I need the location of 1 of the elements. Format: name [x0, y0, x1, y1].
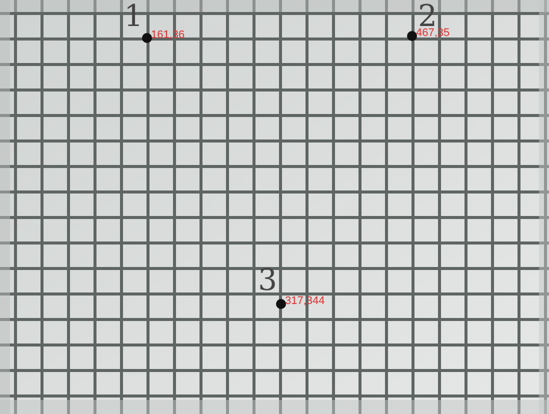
point-number: 3 [258, 266, 278, 296]
